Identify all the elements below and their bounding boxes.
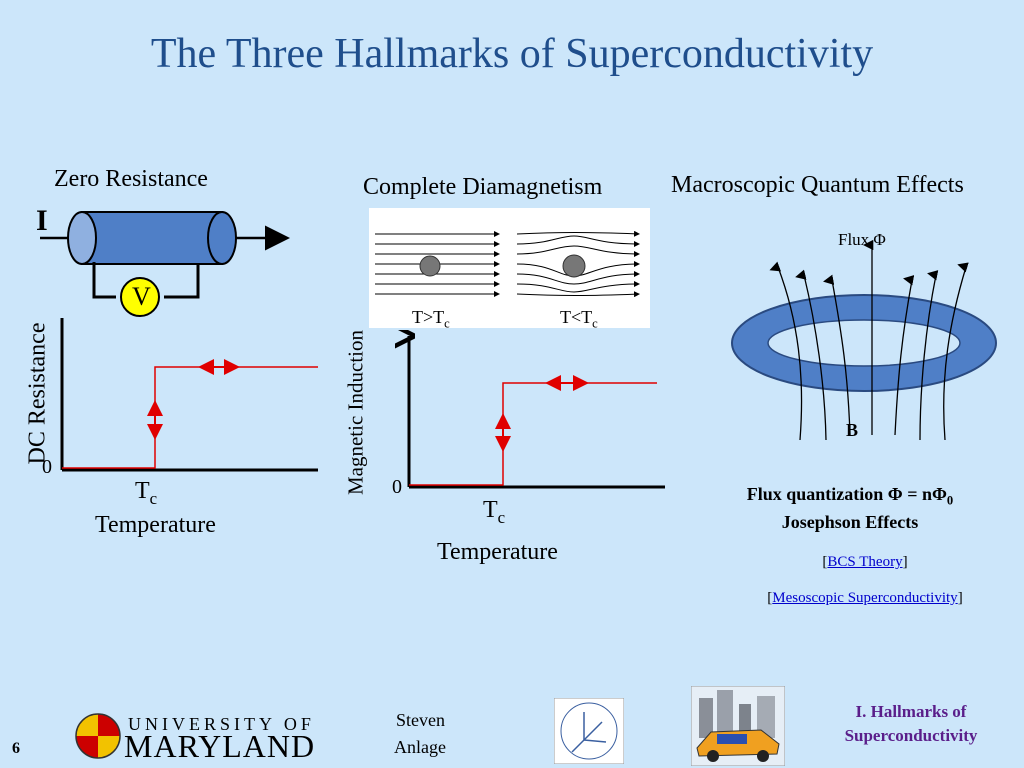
bcs-theory-link[interactable]: BCS Theory [827,554,903,570]
maryland-flag-icon [75,713,121,759]
flux-ring-diagram [731,239,997,441]
author-last-name: Anlage [394,737,446,757]
race-car-logo-icon [691,686,785,766]
resistance-vs-temperature-graph [60,318,318,472]
university-of-text: UNIVERSITY OF [128,714,315,734]
diamagnetism-heading: Complete Diamagnetism [363,174,603,200]
section-title-line2: Superconductivity [844,726,978,745]
resistor-circuit-diagram [40,211,290,317]
induction-vs-temperature-graph [395,330,665,489]
b-field-label: B [846,420,859,440]
current-label: I [36,204,48,237]
voltmeter-label: V [132,282,151,311]
tc-label: Tc [135,478,158,508]
tc-label: Tc [483,497,506,527]
magnetic-induction-axis-label: Magnetic Induction [343,329,368,496]
temperature-axis-label: Temperature [95,512,216,538]
slide-title: The Three Hallmarks of Superconductivity [150,31,874,77]
page-number: 6 [12,740,20,757]
mesoscopic-link-wrap: [Mesoscopic Superconductivity] [767,590,963,606]
josephson-effects-text: Josephson Effects [781,512,919,532]
flux-label: Flux Φ [838,230,886,249]
quantum-effects-heading: Macroscopic Quantum Effects [671,172,964,198]
maryland-text: MARYLAND [124,728,316,764]
zero-label: 0 [42,456,52,478]
above-tc-caption: T>Tc [412,307,450,331]
zero-label: 0 [392,476,402,498]
below-tc-caption: T<Tc [560,307,598,331]
author-first-name: Steven [396,710,445,730]
meissner-field-diagram [369,208,650,328]
superconductivity-conference-logo-icon [554,698,624,764]
zero-resistance-heading: Zero Resistance [54,166,208,192]
flux-quantization-text: Flux quantization Φ = nΦ0 [746,484,954,508]
section-title-line1: I. Hallmarks of [855,702,967,721]
bcs-theory-link-wrap: [BCS Theory] [822,554,908,570]
temperature-axis-label: Temperature [437,539,558,565]
mesoscopic-superconductivity-link[interactable]: Mesoscopic Superconductivity [772,590,958,606]
